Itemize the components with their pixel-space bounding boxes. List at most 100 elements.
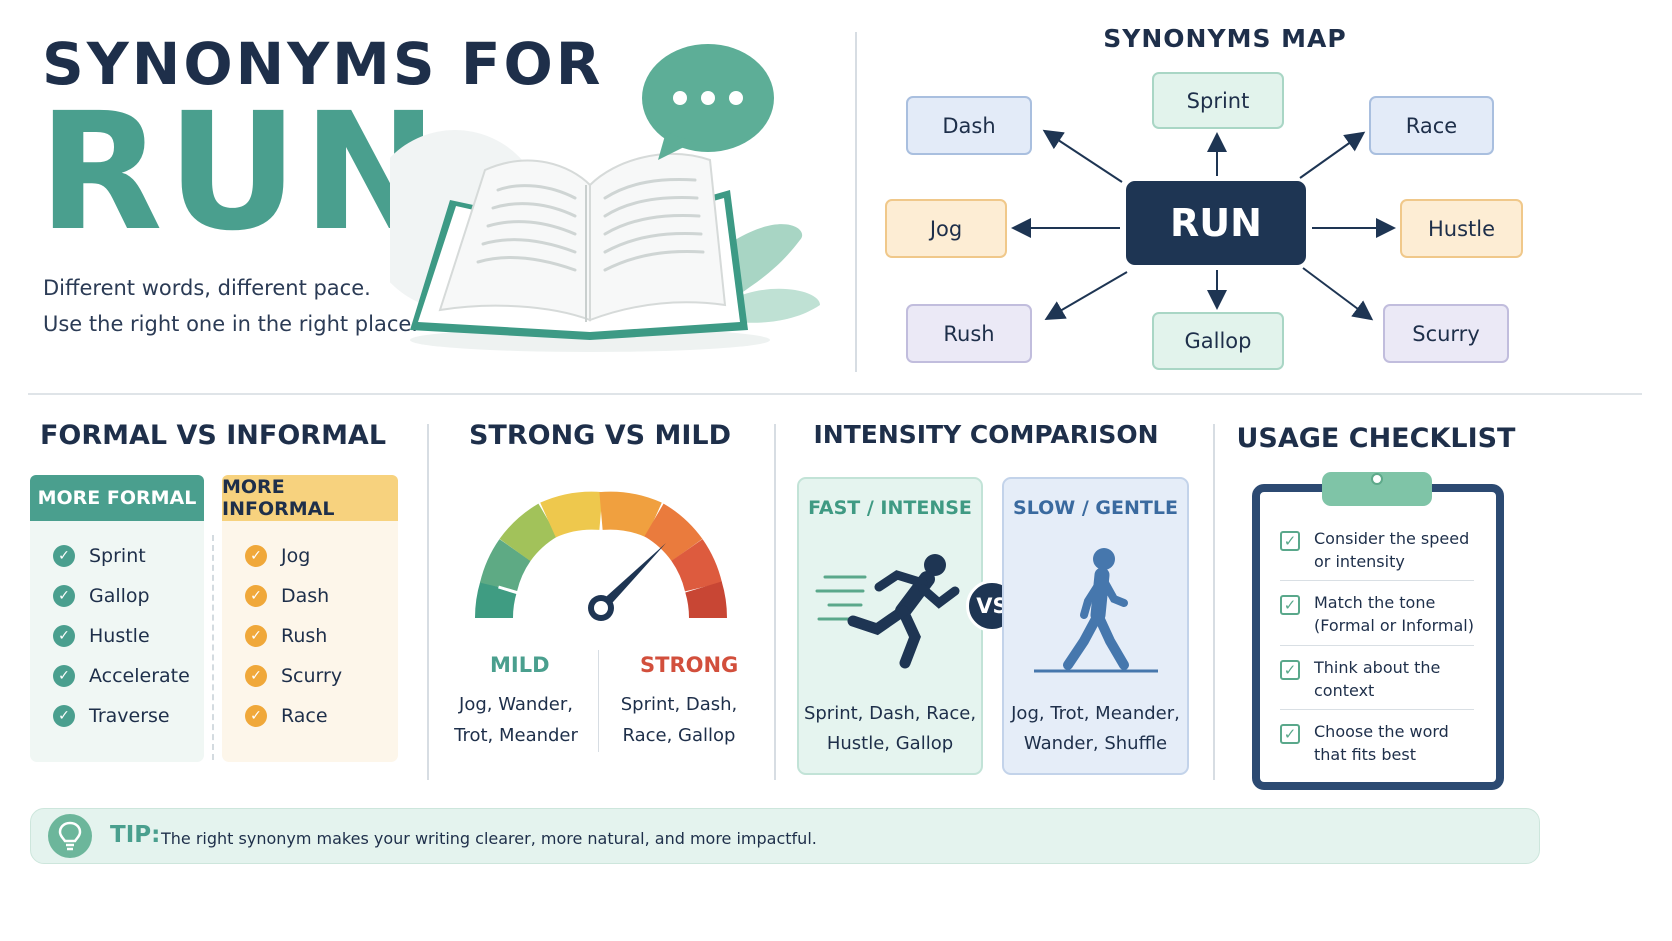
informal-item-label: Dash [281,585,330,607]
check-icon: ✓ [245,705,267,727]
fast-card-header: FAST / INTENSE [808,497,972,519]
checkbox-icon: ✓ [1280,660,1300,680]
map-node-race: Race [1369,96,1494,155]
fast-words-line1: Sprint, Dash, Race, [803,703,977,724]
map-node-sprint: Sprint [1152,72,1284,129]
strong-words-line2: Race, Gallop [622,725,736,746]
speech-bubble-icon [642,44,774,160]
check-icon: ✓ [53,665,75,687]
tip-text: The right synonym makes your writing cle… [161,829,817,848]
formal-item-label: Gallop [89,585,150,607]
checklist-divider [1280,645,1474,646]
map-title: SYNONYMS MAP [1103,24,1347,53]
check-icon: ✓ [245,585,267,607]
slow-words-line1: Jog, Trot, Meander, [1011,703,1180,724]
formal-item-label: Hustle [89,625,150,647]
checklist-item-line1: Choose the word [1314,722,1449,741]
gauge-section-title: STRONG VS MILD [468,420,732,451]
checklist-item: ✓ Choose the word that fits best [1280,720,1480,766]
clipboard-clip-hole [1371,473,1383,485]
formal-section-title: FORMAL VS INFORMAL [39,420,387,451]
strong-words-line1: Sprint, Dash, [620,694,738,715]
checklist-item-text: Think about the context [1314,656,1440,702]
checklist-item: ✓ Consider the speed or intensity [1280,527,1480,573]
gauge-segment [599,491,662,538]
checklist-item-text: Consider the speed or intensity [1314,527,1469,573]
intensity-gauge [474,491,728,621]
mild-words-line2: Trot, Meander [454,725,578,746]
checklist-item: ✓ Match the tone (Formal or Informal) [1280,591,1480,637]
title-word: RUN [38,79,442,267]
tip-label: TIP: [110,822,161,848]
section-divider [427,424,429,780]
lightbulb-icon [48,814,92,858]
check-icon: ✓ [245,625,267,647]
check-icon: ✓ [245,665,267,687]
column-divider [212,535,214,760]
informal-column: MORE INFORMAL [222,475,398,762]
check-icon: ✓ [53,705,75,727]
check-icon: ✓ [53,545,75,567]
checklist-item-line2: context [1314,681,1375,700]
strong-label: STRONG [640,653,739,677]
slow-words-line2: Wander, Shuffle [1023,733,1168,754]
formal-column-header: MORE FORMAL [30,475,204,521]
subtitle-line1: Different words, different pace. [43,276,371,300]
title-line1: SYNONYMS FOR [42,30,604,98]
subtitle: Different words, different pace. Use the… [43,270,418,342]
gauge-segment [499,503,559,562]
checklist-divider [1280,709,1474,710]
informal-item-label: Jog [281,545,311,567]
informal-item: ✓Race [245,705,328,727]
map-node-hustle: Hustle [1400,199,1523,258]
strong-words: Sprint, Dash, Race, Gallop [612,689,746,751]
section-divider [774,424,776,780]
map-node-gallop: Gallop [1152,312,1284,370]
gauge-segment [643,503,703,562]
formal-item: ✓ Gallop [53,585,150,607]
section-divider [1213,424,1215,780]
section-divider [28,393,1642,395]
checklist-item-line2: or intensity [1314,552,1405,571]
tip-bar [30,808,1540,864]
checklist-divider [1280,580,1474,581]
gauge-segment [474,581,517,619]
header-divider [855,32,857,372]
gauge-needle [597,542,667,612]
checklist-item-text: Match the tone (Formal or Informal) [1314,591,1474,637]
formal-item: ✓ Hustle [53,625,150,647]
check-icon: ✓ [53,625,75,647]
fast-words: Sprint, Dash, Race, Hustle, Gallop [799,699,981,759]
formal-item-label: Traverse [89,705,170,727]
map-arrows [1011,129,1396,321]
formal-item: ✓ Traverse [53,705,170,727]
mild-label: MILD [490,653,550,677]
map-node-dash: Dash [906,96,1032,155]
slow-words: Jog, Trot, Meander, Wander, Shuffle [1004,699,1187,759]
book-illustration [390,130,820,352]
informal-item-label: Rush [281,625,328,647]
gauge-segment [540,491,603,538]
mild-words: Jog, Wander, Trot, Meander [448,689,584,751]
gauge-divider [598,650,599,752]
informal-column-header: MORE INFORMAL [222,475,398,521]
informal-item-label: Scurry [281,665,343,687]
formal-item: ✓ Accelerate [53,665,190,687]
checklist-item-line2: that fits best [1314,745,1416,764]
runner-fast-icon [815,554,960,669]
map-node-rush: Rush [906,304,1032,363]
formal-item-label: Accelerate [89,665,190,687]
gauge-segment [479,539,531,592]
checkbox-icon: ✓ [1280,724,1300,744]
gauge-segment [671,539,723,592]
formal-item-label: Sprint [89,545,146,567]
informal-item: ✓ Rush [245,625,327,647]
intensity-section-title: INTENSITY COMPARISON [813,420,1159,449]
check-icon: ✓ [53,585,75,607]
map-node-scurry: Scurry [1383,304,1509,363]
checkbox-icon: ✓ [1280,531,1300,551]
informal-item: ✓ Dash [245,585,329,607]
walker-slow-icon [1034,548,1158,673]
checklist-section-title: USAGE CHECKLIST [1236,423,1516,454]
checklist-item-line1: Consider the speed [1314,529,1470,548]
